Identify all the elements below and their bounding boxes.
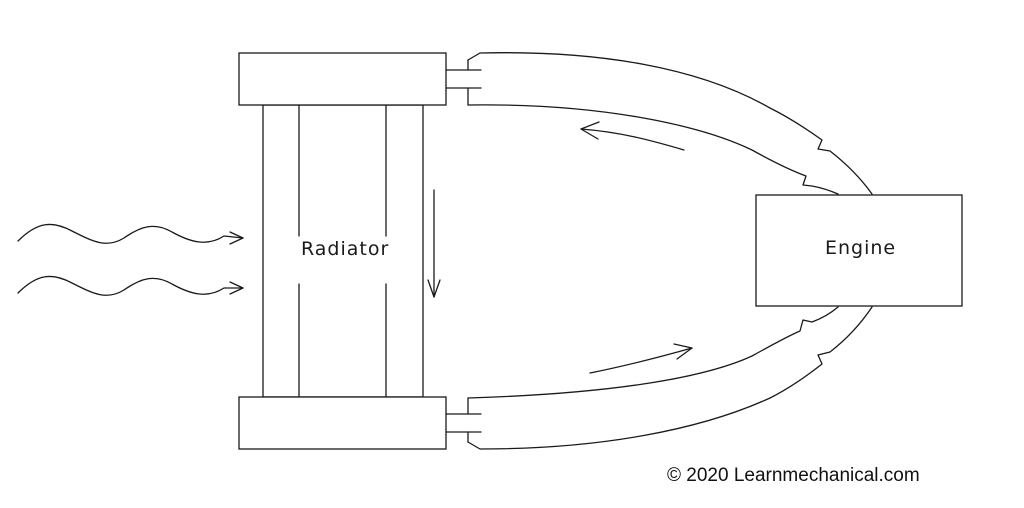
copyright-notice: © 2020 Learnmechanical.com bbox=[667, 465, 920, 487]
engine-block bbox=[755, 194, 963, 307]
radiator-core bbox=[262, 104, 424, 398]
upper-hose-flow-arrow bbox=[580, 121, 685, 151]
lower-hose-flow-arrow bbox=[589, 343, 693, 374]
lower-hose-neck bbox=[445, 397, 482, 443]
copyright-text: 2020 Learnmechanical.com bbox=[686, 465, 920, 486]
engine: Engine bbox=[755, 194, 963, 307]
airflow-arrowhead-upper bbox=[229, 231, 244, 245]
radiator-flow-arrow bbox=[427, 189, 441, 298]
engine-label: Engine bbox=[825, 237, 896, 259]
airflow-wave-upper bbox=[17, 223, 244, 244]
radiator-top-tank bbox=[238, 52, 447, 106]
upper-hose bbox=[467, 52, 873, 195]
airflow-wave-lower bbox=[17, 275, 244, 296]
airflow-waves bbox=[17, 223, 244, 296]
radiator: Radiator bbox=[238, 52, 447, 450]
airflow-arrowhead-lower bbox=[229, 281, 244, 295]
radiator-bottom-tank bbox=[238, 396, 447, 450]
copyright-symbol: © bbox=[667, 465, 681, 486]
upper-hose-neck bbox=[445, 59, 482, 106]
radiator-label: Radiator bbox=[301, 238, 389, 260]
lower-hose bbox=[467, 306, 873, 450]
